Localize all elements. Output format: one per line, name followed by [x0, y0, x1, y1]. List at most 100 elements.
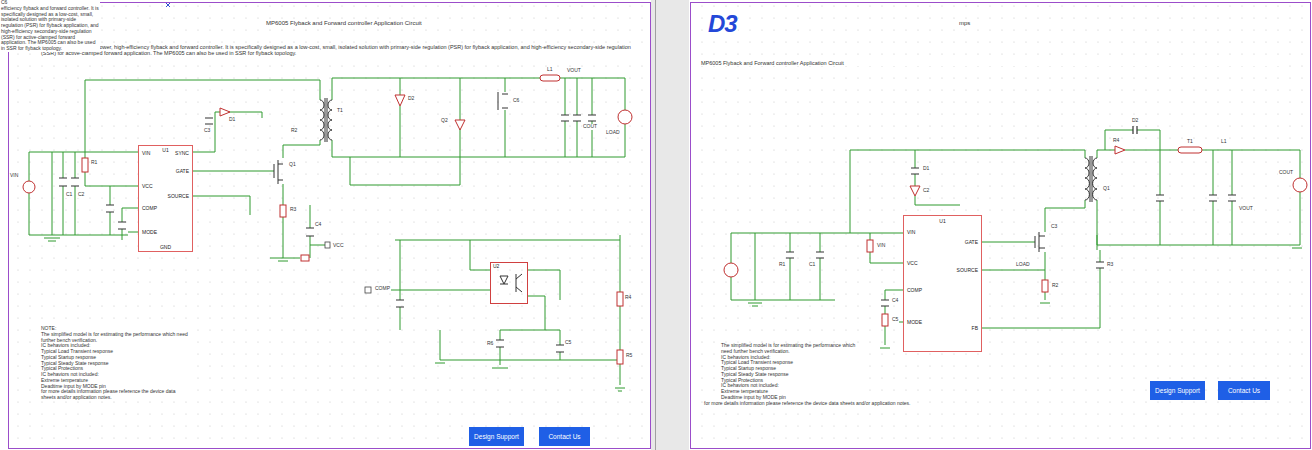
panel-frame [655, 0, 656, 450]
part-label: R4 [624, 295, 632, 301]
wire [29, 78, 625, 385]
component-symbol [1042, 280, 1048, 292]
component-symbol [23, 75, 632, 364]
part-label: C3 [1050, 224, 1058, 230]
part-label: COUT [1278, 170, 1294, 176]
part-label: VOUT [566, 68, 582, 74]
component-symbol [1115, 146, 1125, 154]
pin-label: GATE [176, 169, 189, 175]
component-symbol [540, 75, 560, 81]
component-symbol [82, 158, 88, 172]
panel-frame [651, 0, 689, 450]
part-label: C4 [891, 298, 899, 304]
transformer-symbol [1090, 156, 1092, 202]
pin-label: COMP [907, 288, 922, 294]
note-line: The MP6005 is a high-power, high-efficie… [0, 0, 100, 52]
part-label: R2 [290, 128, 298, 134]
part-label: C1 [808, 262, 816, 268]
part-label: LOAD [1015, 262, 1031, 268]
page-title: mps [958, 20, 971, 27]
port-symbol [325, 242, 330, 248]
note-line: The simplified model is for estimating t… [720, 343, 860, 355]
pin-label: GND [139, 245, 192, 251]
part-label: T1 [336, 108, 344, 114]
part-label: L1 [546, 67, 554, 73]
button-label: Contact Us [548, 433, 580, 440]
pin-label: VCC [142, 184, 153, 190]
port-label: COMP [374, 286, 391, 292]
part-label: for more details information please refe… [703, 401, 912, 407]
part-label: C3 [203, 128, 211, 134]
transformer-symbol [320, 100, 324, 140]
pin-label: COMP [142, 206, 157, 212]
component-symbol [301, 255, 309, 261]
pin-label: MODE [142, 230, 157, 236]
page-title: MP6005 Flyback and Forward controller Ap… [265, 20, 423, 27]
contact-us-button: Contact Us [539, 427, 590, 446]
part-label: VIN [876, 243, 886, 249]
pin-label: VIN [142, 151, 150, 157]
panel-frame [9, 3, 651, 449]
part-label: C5 [891, 317, 899, 323]
transformer-symbol [1093, 158, 1097, 200]
ic-chip: U1VINVCCCOMPMODEGATESOURCEFB [903, 215, 982, 352]
contact-us-button: Contact Us [1218, 381, 1270, 400]
button-label: Contact Us [1228, 387, 1260, 394]
button-label: Design Support [1155, 387, 1200, 394]
transistor-symbol [1035, 232, 1045, 252]
component-symbol [617, 292, 623, 306]
component-symbol [618, 110, 632, 124]
transformer-symbol [320, 98, 332, 142]
panel-frame [166, 3, 170, 7]
transformer-symbol [328, 100, 332, 140]
transistor-symbol [274, 92, 508, 184]
part-label: D2 [1131, 118, 1139, 124]
pin-label: SOURCE [957, 268, 978, 274]
part-label: Q1 [1102, 186, 1111, 192]
component-symbol [395, 95, 405, 106]
part-label: Q2 [440, 118, 449, 124]
port-symbol [365, 287, 371, 293]
transformer-symbol [1085, 158, 1089, 200]
part-label: R1 [90, 160, 98, 166]
part-label: C2 [77, 192, 85, 198]
pin-label: GATE [965, 240, 978, 246]
ic-name: U2 [493, 264, 499, 270]
part-label: L1 [1220, 139, 1228, 145]
pin-label: SOURCE [168, 194, 189, 200]
part-label: T1 [1186, 139, 1194, 145]
capacitor-symbol [59, 115, 596, 352]
description: The MP6005 is a high-power, high-efficie… [40, 44, 645, 57]
component-symbol [455, 120, 465, 130]
capacitor-symbol [786, 126, 1236, 306]
component-symbol [724, 146, 1307, 326]
pin-label: VIN [907, 230, 915, 236]
part-label: R6 [486, 341, 494, 347]
part-label: COUT [582, 124, 598, 130]
panel-frame [9, 0, 1311, 450]
ic-chip: U1VINVCCCOMPMODESYNCGATESOURCEGND [138, 145, 193, 252]
part-label: D1 [228, 117, 236, 123]
part-label: D2 [407, 96, 415, 102]
component-symbol [617, 350, 623, 364]
component-symbol [1178, 147, 1202, 153]
part-label: R3 [289, 207, 297, 213]
component-symbol [910, 186, 920, 196]
part-label: D1 [922, 166, 930, 172]
note-line: C6 [0, 0, 100, 6]
wire [731, 130, 1300, 345]
capacitor-symbol [59, 115, 596, 352]
part-label: C4 [314, 222, 322, 228]
component-symbol [1293, 178, 1307, 192]
part-label: R4 [1112, 138, 1120, 144]
note-line: for more details information please refe… [40, 389, 190, 401]
transformer-symbol [1085, 156, 1097, 202]
part-label: R5 [625, 353, 633, 359]
part-label: R2 [1051, 283, 1059, 289]
component-symbol [724, 263, 738, 277]
pin-label: SYNC [175, 151, 189, 157]
design-support-button: Design Support [469, 427, 524, 446]
component-symbol [280, 205, 286, 217]
ground-symbol [748, 248, 1302, 348]
